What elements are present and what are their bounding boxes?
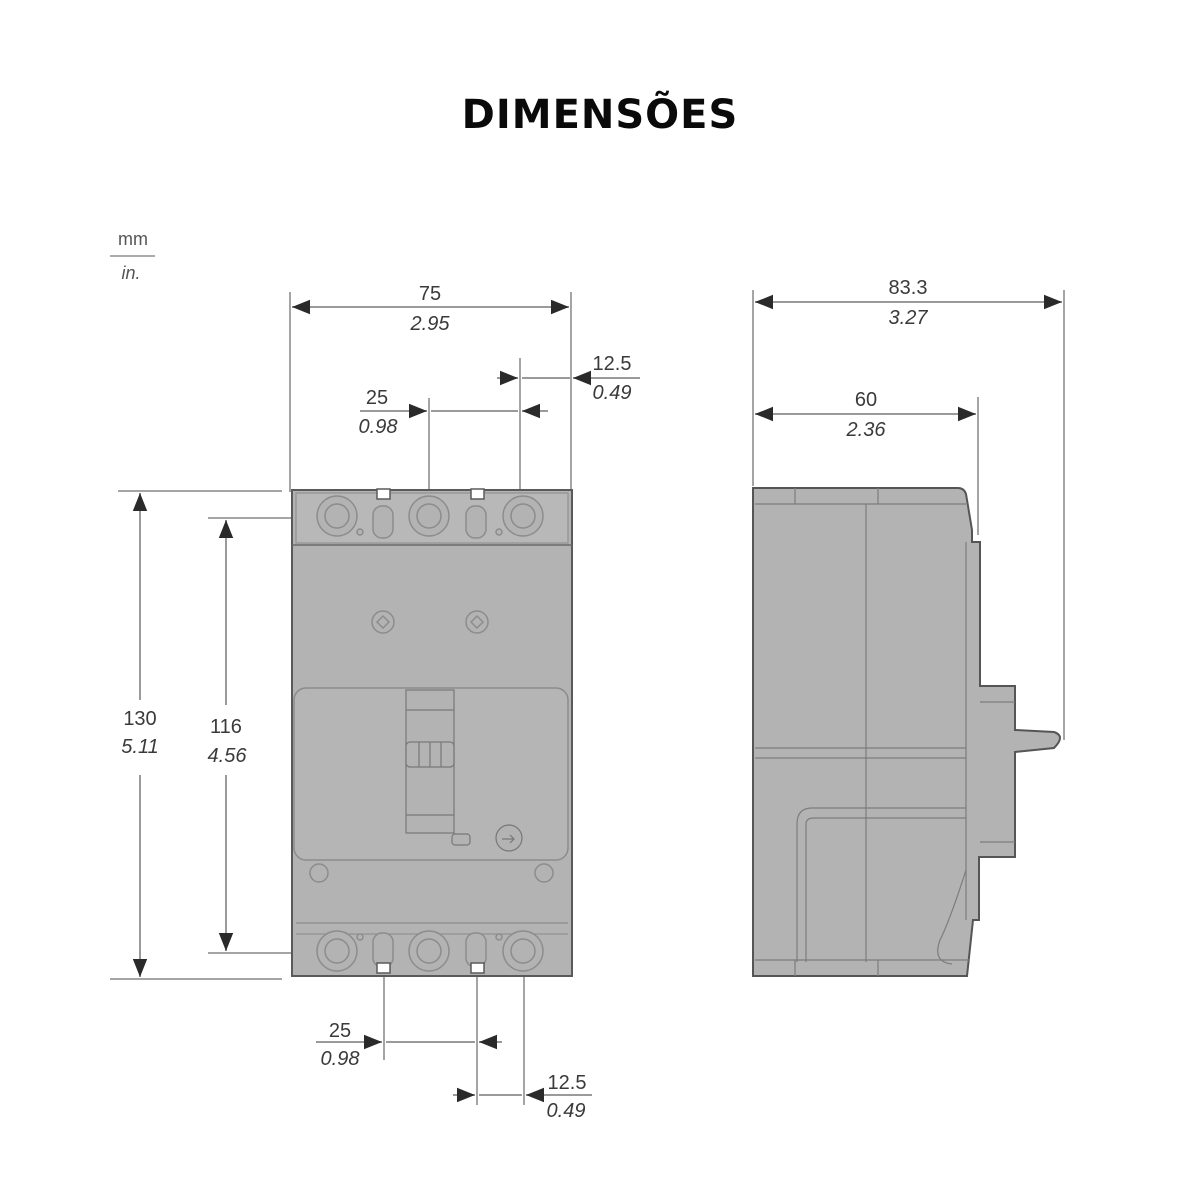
width-mm: 75 [419,283,441,305]
units-legend: mm in. [110,229,155,283]
unit-mm: mm [118,229,148,249]
front-dimension-labels: 75 2.95 12.5 0.49 25 0.98 130 5.11 116 4… [121,283,631,1122]
depth-body-mm: 60 [855,389,877,411]
bottom-pitch-mm: 25 [329,1020,351,1042]
depth-total-in: 3.27 [889,307,929,329]
unit-in: in. [121,263,140,283]
depth-body-in: 2.36 [846,419,887,441]
top-offset-mm: 12.5 [593,353,632,375]
front-view-breaker [110,292,573,1105]
side-view-breaker [752,290,1065,977]
bottom-pitch-in: 0.98 [321,1048,360,1070]
page-title: DIMENSÕES [461,92,739,138]
top-pitch-mm: 25 [366,387,388,409]
top-offset-in: 0.49 [593,382,632,404]
top-pitch-in: 0.98 [359,416,398,438]
height-total-mm: 130 [123,708,156,730]
front-dimension-lines [132,299,640,1103]
bottom-offset-mm: 12.5 [548,1072,587,1094]
height-terminals-in: 4.56 [208,745,248,767]
side-dimension-lines [755,294,1062,422]
width-in: 2.95 [410,313,451,335]
bottom-offset-in: 0.49 [547,1100,586,1122]
depth-total-mm: 83.3 [889,277,928,299]
side-dimension-labels: 83.3 3.27 60 2.36 [846,277,929,441]
height-total-in: 5.11 [121,736,158,758]
height-terminals-mm: 116 [210,716,242,738]
